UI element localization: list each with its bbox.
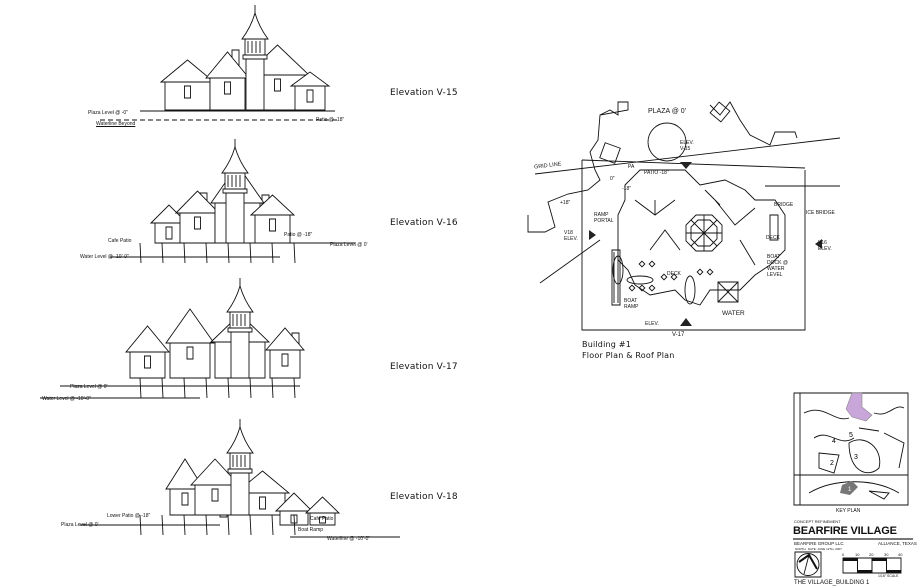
plan-caption-line1: Building #1	[582, 340, 631, 349]
date-label: DATE: JUNE 12TH, 2007	[808, 547, 842, 551]
elevation-note: Plaza Level @ 0'	[61, 522, 99, 528]
scale-tick: 20	[869, 552, 874, 557]
elevation-note: Water Level @ -10'-0"	[80, 254, 129, 260]
elevation-v15-drawing	[100, 5, 340, 135]
scale-segment-fill	[857, 570, 872, 573]
key-plan-number: 2	[830, 460, 834, 467]
plan-label-v18: V18 ELEV.	[564, 230, 578, 242]
north-arrow-icon	[795, 552, 821, 577]
elevation-note: Cafe Patio	[108, 238, 132, 244]
location: ALLIANCE, TEXAS	[878, 541, 917, 546]
scale-ticks: 0 10 20 30 40	[842, 552, 908, 557]
ground-lines	[40, 378, 300, 398]
plan-label-v17-elev: ELEV.	[645, 321, 659, 327]
sheet-title: THE VILLAGE_BUILDING 1	[794, 580, 870, 586]
scale-bar	[843, 558, 903, 573]
key-plan-number: 5	[849, 432, 853, 439]
building-massing	[126, 309, 304, 378]
plan-label-plaza: PLAZA @ 0'	[648, 108, 687, 115]
tower	[227, 419, 253, 515]
elevation-v17-drawing	[100, 278, 340, 408]
tower	[222, 139, 248, 243]
elevation-title: Elevation V-18	[390, 492, 458, 502]
plan-label-water: WATER	[722, 310, 745, 317]
key-plan-drawing: 4 5 3 2 1	[794, 393, 908, 505]
title-block-subtitle: CONCEPT REFINEMENT	[794, 519, 841, 524]
elevation-note: Water Level @ -10'-0"	[42, 396, 91, 402]
plan-label-boat-dock: BOAT DOCK @ WATER LEVEL	[767, 254, 788, 278]
plan-label-deck: DECK	[667, 271, 681, 277]
ground-lines	[100, 111, 340, 120]
elevation-title: Elevation V-15	[390, 88, 458, 98]
building-massing	[151, 165, 294, 243]
ground-lines	[110, 243, 355, 263]
key-plan-label: KEY PLAN	[836, 508, 861, 514]
north-label: NORTH	[795, 547, 806, 551]
tower	[227, 278, 253, 378]
scale-tick: 10	[855, 552, 860, 557]
floor-plan-drawing	[500, 90, 840, 340]
deck-columns	[629, 261, 713, 291]
elevation-note: Waterline @ -10'-0"	[327, 536, 371, 542]
elevation-v16-drawing	[100, 135, 340, 270]
plan-label-v15: ELEV. V-15	[680, 140, 694, 152]
plan-label-ice-bridge: ICE BRIDGE	[806, 210, 835, 216]
scale-tick: 30	[884, 552, 889, 557]
plan-label-ramp-portal: RAMP PORTAL	[594, 212, 614, 224]
plan-label-v17: V-17	[672, 332, 685, 338]
building-massing	[166, 459, 339, 525]
plan-label-bridge: BRIDGE	[774, 202, 794, 208]
plan-label-deck-2: DECK	[766, 235, 780, 241]
key-plan-number: 1	[848, 487, 852, 493]
scale-note: 1/16" SCALE	[878, 574, 899, 578]
building-massing	[161, 45, 329, 110]
plan-label-pa: PA	[628, 164, 635, 170]
elevation-note: Plaza Level @ 0'	[330, 242, 368, 248]
plan-label-patio: PATIO -18"	[644, 170, 669, 176]
ground-lines	[80, 515, 400, 537]
elevation-note: Waterline Beyond	[96, 121, 136, 127]
tower	[242, 5, 268, 110]
elevation-note: Plaza Level @ 0'	[70, 384, 108, 390]
title-rule	[793, 538, 913, 540]
elevation-title: Elevation V-16	[390, 218, 458, 228]
scale-tick: 40	[898, 552, 903, 557]
plan-caption-line2: Floor Plan & Roof Plan	[582, 351, 675, 360]
key-plan-number: 4	[832, 438, 836, 445]
scale-segment-fill	[843, 558, 858, 561]
elevation-note: Plaza Level @ -0"	[88, 110, 128, 116]
client-name: BEARFIRE GROUP LLC	[794, 541, 844, 546]
elevation-note: Patio @ -18"	[316, 117, 345, 123]
elevation-v18-drawing	[100, 415, 360, 550]
scale-tick: 0	[842, 552, 845, 557]
project-name: BEARFIRE VILLAGE	[793, 525, 897, 537]
elevation-note: Boat Ramp	[298, 527, 324, 533]
plan-label-plus18: +18"	[560, 200, 571, 206]
plan-label-v16: V16 ELEV.	[818, 240, 832, 252]
elevation-note: Lower Patio @ -18"	[107, 513, 151, 519]
plan-label-zero: 0"	[610, 176, 615, 182]
key-plan-number: 3	[854, 454, 858, 461]
plan-label-boat-ramp: BOAT RAMP	[624, 298, 639, 310]
scale-segment-fill	[872, 558, 887, 561]
scale-segment-fill	[886, 570, 901, 573]
plan-label-minus18: -18"	[622, 186, 632, 192]
elevation-note: Cafe Patio	[310, 516, 334, 522]
elevation-note: Patio @ -18"	[284, 232, 313, 238]
elevation-title: Elevation V-17	[390, 362, 458, 372]
